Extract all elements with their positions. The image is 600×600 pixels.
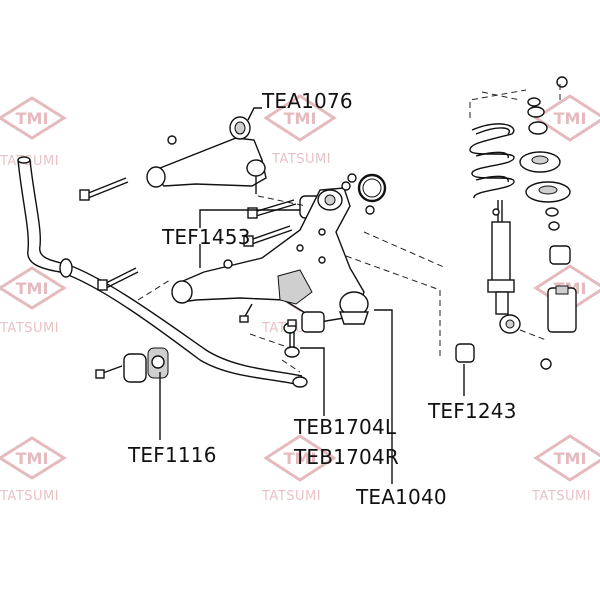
- watermark-logo: TMI TATSUMI: [261, 434, 337, 504]
- watermark-logo: TMI TATSUMI: [263, 94, 337, 167]
- label-upper-control-arm: TEA1076: [261, 89, 353, 113]
- watermark-logo-text: TMI: [284, 449, 317, 468]
- stabilizer-bar: [17, 156, 308, 388]
- label-shock-bushing: TEF1243: [427, 399, 517, 423]
- shock-bushing: [455, 343, 475, 363]
- watermark-logo-text: TMI: [16, 109, 49, 128]
- watermark-brand-text: TATSUMI: [0, 321, 59, 336]
- shock-absorber: [487, 200, 521, 334]
- watermark-brand-text: TATSUMI: [271, 152, 331, 167]
- upper-control-arm: [146, 116, 267, 194]
- label-lower-control-arm: TEA1040: [355, 485, 447, 509]
- label-stabilizer-link-right: TEB1704R: [293, 445, 399, 469]
- watermark-brand-text: TATSUMI: [531, 489, 591, 504]
- watermark-logo: TMI TATSUMI: [0, 266, 67, 336]
- assembly-guides: [137, 80, 561, 373]
- strut-mount: [519, 76, 577, 370]
- lower-control-arm: [171, 181, 375, 333]
- leader-lines: [159, 107, 465, 484]
- nut: [347, 173, 357, 183]
- snap-ring: [357, 173, 387, 203]
- coil-spring: [469, 123, 515, 199]
- watermark-logo: TMI: [533, 94, 600, 142]
- watermark-logo-text: TMI: [16, 279, 49, 298]
- watermark-logo: TMI TATSUMI: [0, 96, 67, 169]
- stabilizer-link: [283, 319, 300, 358]
- lower-arm-bolt: [97, 267, 139, 291]
- label-stabilizer-bushing: TEF1116: [127, 443, 217, 467]
- stabilizer-bushing: [95, 347, 169, 383]
- watermark-logo-text: TMI: [554, 109, 587, 128]
- watermark-brand-text: TATSUMI: [0, 489, 59, 504]
- label-stabilizer-link-left: TEB1704L: [293, 415, 397, 439]
- watermark-logo: TMI TATSUMI: [0, 436, 67, 504]
- watermark-logo-text: TMI: [554, 449, 587, 468]
- watermark-logo: TMI TATSUMI: [531, 434, 600, 504]
- label-arm-bushing: TEF1453: [161, 225, 251, 249]
- watermark-logo-text: TMI: [16, 449, 49, 468]
- upper-arm-bolt: [79, 177, 129, 201]
- watermark-brand-text: TATSUMI: [261, 489, 321, 504]
- watermark-logo-text: TMI: [284, 109, 317, 128]
